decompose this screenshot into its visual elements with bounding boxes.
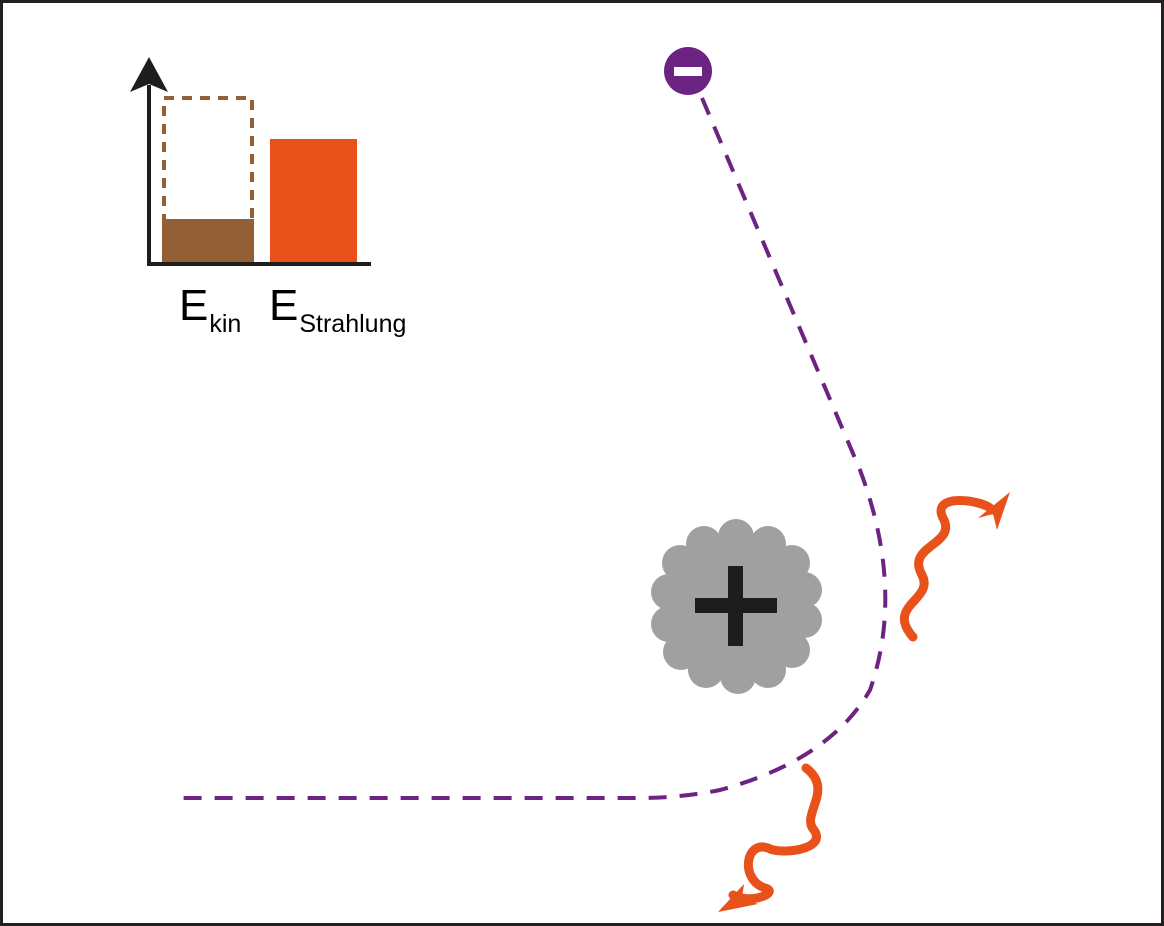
kinetic-energy-label-main: E	[179, 281, 209, 330]
radiation-energy-label: EStrahlung	[269, 281, 406, 337]
electron-minus-sign	[674, 67, 702, 76]
radiation-energy-bar	[270, 139, 357, 264]
electron	[664, 47, 712, 95]
photon-wave-upper	[900, 492, 1010, 642]
nucleus	[651, 519, 822, 694]
photon-wave-lower	[718, 763, 823, 912]
radiation-energy-label-sub: Strahlung	[299, 310, 407, 338]
chart-y-axis-arrowhead	[130, 57, 168, 92]
energy-bar-chart	[130, 57, 371, 266]
electron-trajectory	[183, 97, 888, 800]
radiation-energy-label-main: E	[269, 281, 299, 330]
kinetic-energy-bar	[162, 219, 254, 264]
photon-arrowhead-upper	[978, 492, 1010, 530]
photon-arrowhead-lower	[718, 884, 758, 912]
kinetic-energy-label: Ekin	[179, 281, 241, 337]
nucleus-plus-sign	[695, 566, 777, 646]
kinetic-energy-label-sub: kin	[209, 310, 242, 338]
